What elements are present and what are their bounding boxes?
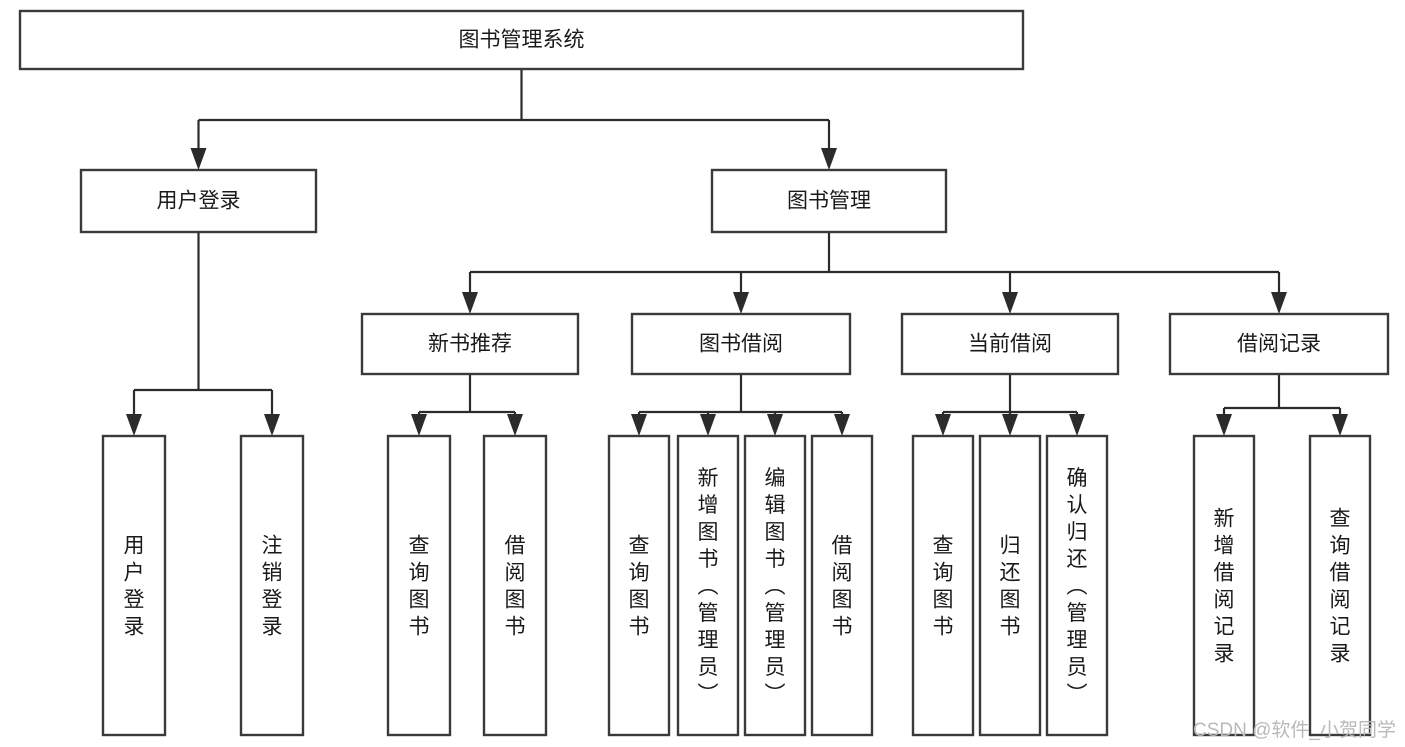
arrow-head-icon	[1216, 414, 1232, 436]
node-level3-3[interactable]: 借阅记录	[1168, 312, 1390, 376]
node-box[interactable]	[1168, 312, 1390, 376]
node-box[interactable]	[1308, 434, 1372, 737]
arrow-head-icon	[935, 414, 951, 436]
node-label: 新书推荐	[428, 333, 512, 356]
arrow-head-icon	[733, 292, 749, 314]
arrow-head-icon	[631, 414, 647, 436]
node-root-system[interactable]: 图书管理系统	[18, 9, 1025, 71]
node-box[interactable]	[1192, 434, 1256, 737]
node-box[interactable]	[101, 434, 167, 737]
node-label: 查询借阅记录	[1330, 508, 1351, 666]
node-label: 查询图书	[629, 535, 650, 639]
node-box[interactable]	[911, 434, 975, 737]
node-label: 用户登录	[157, 190, 241, 213]
node-leaf-0[interactable]: 用户登录	[101, 434, 167, 737]
node-label: 查询图书	[409, 535, 430, 639]
node-level3-0[interactable]: 新书推荐	[360, 312, 580, 376]
node-box[interactable]	[482, 434, 548, 737]
node-label: 编辑图书︵管理员︶	[765, 467, 786, 706]
node-label: 当前借阅	[968, 333, 1052, 356]
node-level2-0[interactable]: 用户登录	[79, 168, 318, 234]
node-leaf-11[interactable]: 新增借阅记录	[1192, 434, 1256, 737]
node-leaf-5[interactable]: 新增图书︵管理员︶	[676, 434, 740, 737]
node-box[interactable]	[630, 312, 852, 376]
node-box[interactable]	[810, 434, 874, 737]
arrow-head-icon	[834, 414, 850, 436]
node-box[interactable]	[79, 168, 318, 234]
node-box[interactable]	[18, 9, 1025, 71]
node-label: 借阅图书	[832, 535, 853, 639]
node-box[interactable]	[1045, 434, 1109, 737]
node-leaf-1[interactable]: 注销登录	[239, 434, 305, 737]
arrow-head-icon	[126, 414, 142, 436]
node-leaf-9[interactable]: 归还图书	[978, 434, 1042, 737]
node-box[interactable]	[676, 434, 740, 737]
arrow-head-icon	[190, 148, 207, 170]
node-label: 新增图书︵管理员︶	[698, 467, 719, 706]
node-box[interactable]	[607, 434, 671, 737]
node-box[interactable]	[386, 434, 452, 737]
node-leaf-6[interactable]: 编辑图书︵管理员︶	[743, 434, 807, 737]
node-box[interactable]	[743, 434, 807, 737]
node-label: 图书借阅	[699, 333, 783, 356]
node-label: 用户登录	[124, 535, 145, 639]
node-label: 借阅图书	[505, 535, 526, 639]
arrow-head-icon	[264, 414, 280, 436]
node-label: 借阅记录	[1237, 333, 1321, 356]
node-box[interactable]	[360, 312, 580, 376]
arrow-head-icon	[700, 414, 716, 436]
node-level2-1[interactable]: 图书管理	[710, 168, 948, 234]
connector-layer	[126, 69, 1348, 436]
node-leaf-12[interactable]: 查询借阅记录	[1308, 434, 1372, 737]
arrow-head-icon	[1069, 414, 1085, 436]
node-leaf-4[interactable]: 查询图书	[607, 434, 671, 737]
node-box[interactable]	[710, 168, 948, 234]
node-label: 图书管理	[787, 190, 871, 213]
arrow-head-icon	[767, 414, 783, 436]
arrow-head-icon	[821, 148, 837, 170]
node-label: 注销登录	[262, 535, 283, 639]
arrow-head-icon	[462, 292, 478, 314]
node-label: 查询图书	[933, 535, 954, 639]
node-label: 新增借阅记录	[1214, 508, 1235, 666]
node-leaf-8[interactable]: 查询图书	[911, 434, 975, 737]
arrow-head-icon	[507, 414, 523, 436]
node-leaf-3[interactable]: 借阅图书	[482, 434, 548, 737]
csdn-watermark: CSDN @软件_小贺同学	[1193, 719, 1396, 741]
arrow-head-icon	[411, 414, 427, 436]
node-leaf-10[interactable]: 确认归还︵管理员︶	[1045, 434, 1109, 737]
node-leaf-2[interactable]: 查询图书	[386, 434, 452, 737]
node-box[interactable]	[978, 434, 1042, 737]
arrow-head-icon	[1332, 414, 1348, 436]
node-box[interactable]	[900, 312, 1120, 376]
node-label: 确认归还︵管理员︶	[1067, 467, 1088, 706]
node-label: 图书管理系统	[459, 29, 585, 52]
node-level3-2[interactable]: 当前借阅	[900, 312, 1120, 376]
arrow-head-icon	[1002, 414, 1018, 436]
node-leaf-7[interactable]: 借阅图书	[810, 434, 874, 737]
node-box[interactable]	[239, 434, 305, 737]
arrow-head-icon	[1002, 292, 1018, 314]
node-layer: 图书管理系统用户登录图书管理新书推荐图书借阅当前借阅借阅记录用户登录注销登录查询…	[18, 9, 1390, 737]
node-level3-1[interactable]: 图书借阅	[630, 312, 852, 376]
arrow-head-icon	[1271, 292, 1287, 314]
node-label: 归还图书	[1000, 535, 1021, 639]
